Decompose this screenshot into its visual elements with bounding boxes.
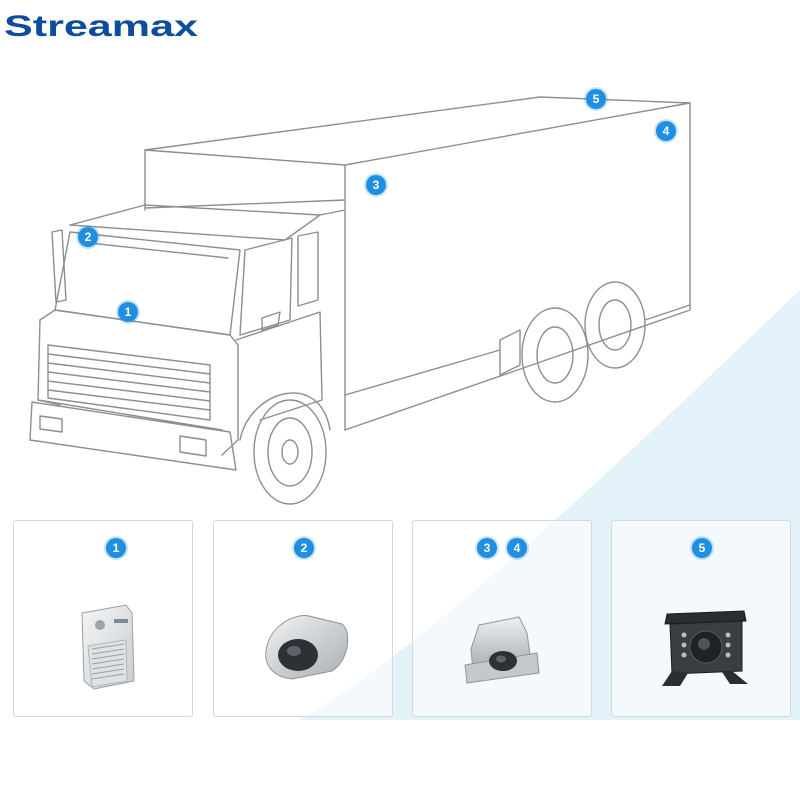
rear-camera-icon: [662, 610, 748, 686]
logo-text: Streamax: [4, 10, 198, 42]
side-camera-icon: [464, 616, 540, 684]
camera-panel-3-4: 3 4: [412, 520, 592, 717]
panel-marker: 2: [294, 538, 314, 558]
truck-marker-4: 4: [656, 121, 676, 141]
streamax-logo: Streamax: [4, 6, 204, 47]
truck-marker-1: 1: [118, 302, 138, 322]
truck-illustration: [29, 96, 691, 505]
truck-marker-5: 5: [586, 89, 606, 109]
panel-marker: 4: [507, 538, 527, 558]
dome-camera-icon: [265, 615, 349, 680]
panel-marker: 3: [477, 538, 497, 558]
camera-panel-5: 5: [611, 520, 791, 717]
dashcam-icon: [81, 604, 135, 690]
camera-panel-2: 2: [213, 520, 393, 717]
truck-marker-3: 3: [366, 175, 386, 195]
camera-panel-1: 1: [13, 520, 193, 717]
panel-marker: 1: [106, 538, 126, 558]
panel-marker: 5: [692, 538, 712, 558]
truck-marker-2: 2: [78, 227, 98, 247]
